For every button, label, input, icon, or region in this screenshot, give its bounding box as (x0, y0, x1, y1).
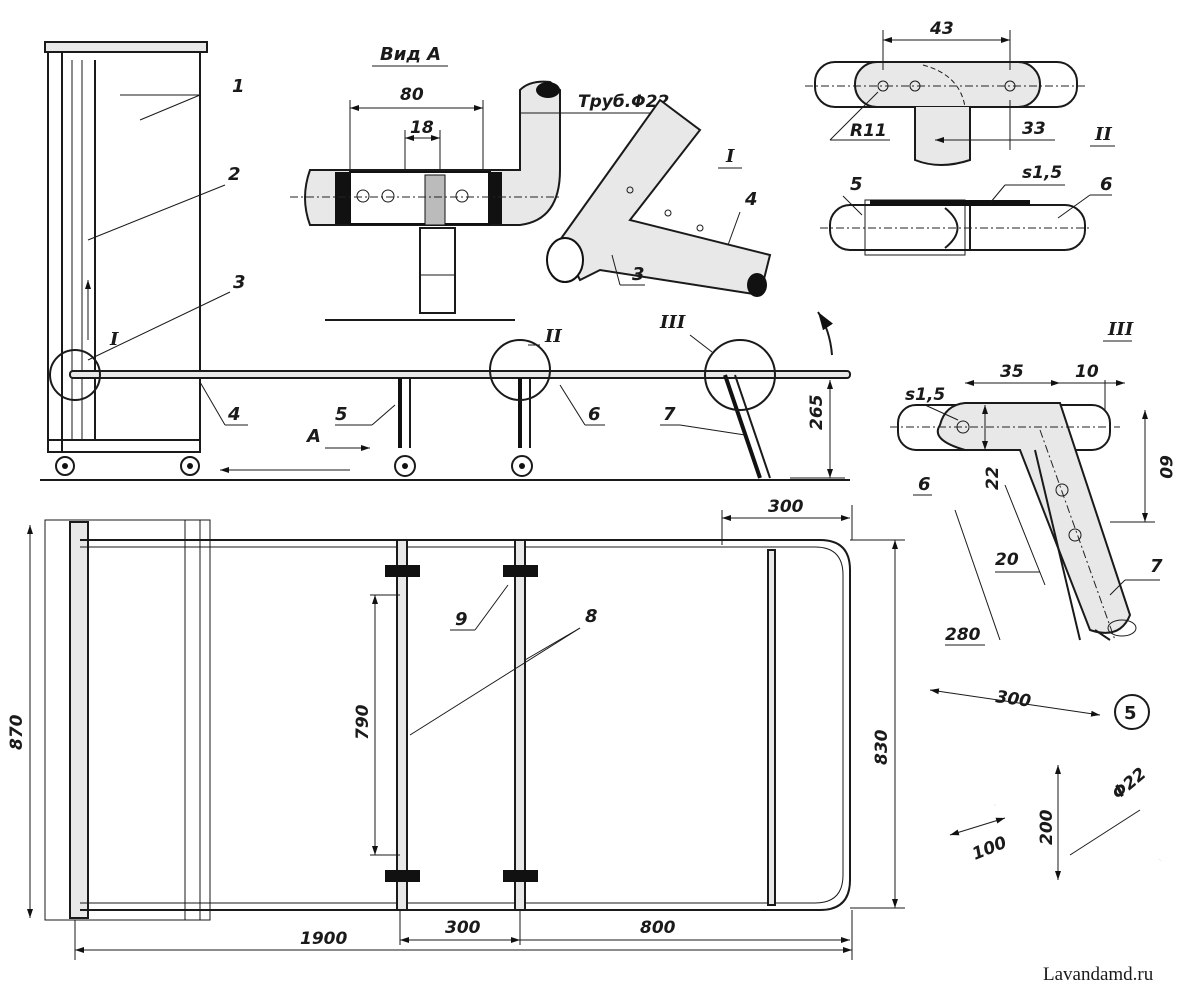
callout-9: 9 (455, 609, 468, 630)
detail-II-callout-6: 6 (1100, 174, 1113, 195)
dim-33: 33 (1022, 119, 1046, 139)
callout-5: 5 (335, 404, 348, 425)
dim-10: 10 (1075, 362, 1099, 382)
callout-3: 3 (233, 272, 246, 293)
dim-300-top: 300 (768, 497, 804, 517)
detail-II-marker (489, 339, 551, 401)
view-a: Вид А 80 18 Труб.Φ22 (290, 44, 670, 321)
radius-R11: R11 (850, 121, 887, 141)
part-5-number: 5 (1124, 703, 1137, 724)
watermark: Lavandamd.ru (1043, 964, 1154, 985)
callout-4: 4 (227, 404, 241, 425)
dim-20: 20 (995, 550, 1019, 570)
dim-18: 18 (410, 118, 434, 138)
dim-265: 265 (807, 395, 827, 431)
dim-870: 870 (7, 714, 27, 750)
detail-III: III s1,5 35 10 22 60 20 280 6 7 (890, 319, 1175, 646)
part-5-dim-100: 100 (969, 833, 1010, 865)
detail-II-label: II (1094, 124, 1112, 145)
side-view: 1 2 3 I 4 5 A II 6 III 7 265 (40, 41, 851, 481)
cabinet-side (44, 41, 208, 476)
callout-7: 7 (663, 404, 676, 425)
detail-III-marker (704, 339, 776, 411)
dim-43: 43 (929, 19, 954, 39)
callout-1: 1 (232, 76, 245, 97)
detail-III-thickness: s1,5 (905, 385, 945, 405)
view-a-title: Вид А (380, 44, 441, 65)
detail-III-callout-7: 7 (1150, 556, 1163, 577)
fold-arc-arrow (817, 311, 833, 356)
dim-1900: 1900 (300, 929, 347, 949)
dim-80: 80 (400, 85, 424, 105)
plan-view: 870 790 830 300 1900 300 800 8 9 (7, 497, 905, 960)
part-5-view: 5 300 200 100 Φ22 (929, 687, 1161, 882)
callout-8: 8 (585, 606, 598, 627)
detail-I-callout-4: 4 (744, 189, 758, 210)
mark-I: I (109, 329, 119, 350)
dim-60: 60 (1155, 455, 1175, 479)
part-5-dim-300: 300 (994, 687, 1032, 712)
detail-III-label: III (1107, 319, 1134, 340)
dim-830: 830 (872, 729, 892, 765)
mark-II: II (544, 326, 562, 347)
callout-2: 2 (228, 164, 241, 185)
view-arrow-label: A (305, 426, 321, 447)
detail-I-label: I (725, 146, 735, 167)
dim-300-between: 300 (445, 918, 481, 938)
detail-II-callout-5: 5 (850, 174, 863, 195)
dim-800: 800 (640, 918, 676, 938)
detail-I-marker (49, 349, 101, 401)
dim-22: 22 (983, 466, 1003, 490)
bed-frame-side (49, 339, 851, 479)
dim-790: 790 (353, 704, 373, 740)
detail-II-thickness: s1,5 (1022, 163, 1062, 183)
callout-6: 6 (588, 404, 601, 425)
detail-II: 43 R11 33 II 5 s1,5 6 (805, 19, 1115, 256)
part-5-dim-200: 200 (1037, 809, 1057, 845)
detail-I-perspective: I 4 3 (546, 98, 772, 297)
dim-280: 280 (945, 625, 981, 645)
mark-III: III (659, 312, 686, 333)
detail-III-callout-6: 6 (918, 474, 931, 495)
tube-spec: Труб.Φ22 (578, 92, 669, 112)
dim-35: 35 (1000, 362, 1024, 382)
part-5-diameter: Φ22 (1108, 764, 1150, 804)
detail-I-callout-3: 3 (632, 264, 645, 285)
